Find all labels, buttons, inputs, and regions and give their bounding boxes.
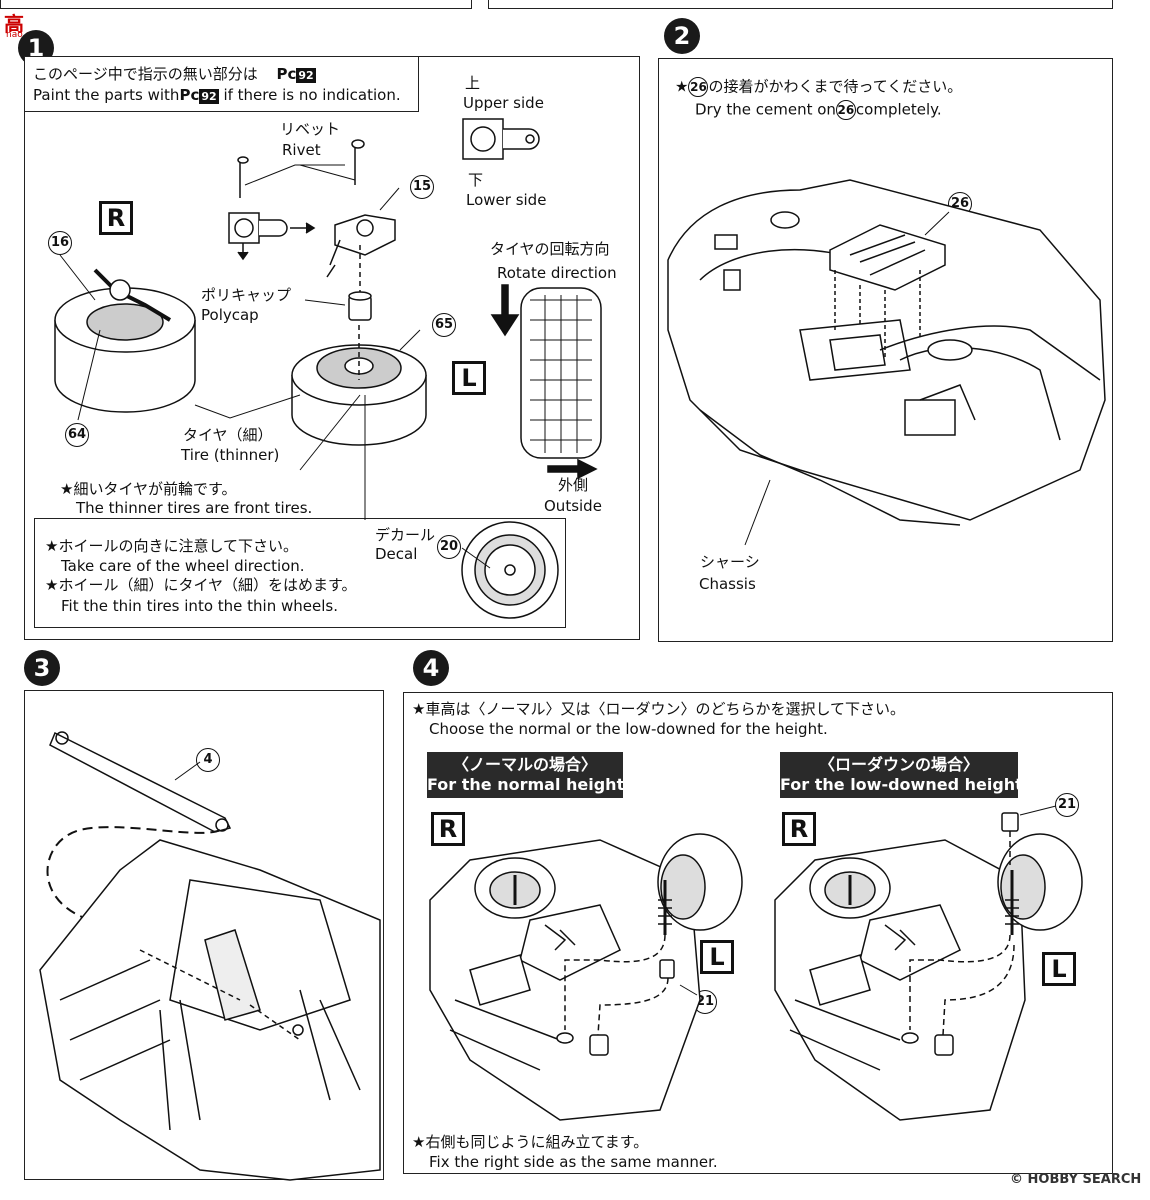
- part-15-tag: 15: [410, 175, 434, 199]
- footer-brand: © HOBBY SEARCH: [1010, 1172, 1141, 1187]
- low-height-jp: 〈ローダウンの場合〉: [818, 755, 979, 774]
- part-64-tag: 64: [65, 423, 89, 447]
- step2-note-jp-star: ★: [675, 77, 689, 96]
- normal-height-en: For the normal height: [427, 775, 625, 794]
- step3-number-badge: 3: [24, 650, 60, 686]
- paint-note-jp-text: このページ中で指示の無い部分は: [33, 65, 258, 83]
- part-4-tag: 4: [196, 748, 220, 772]
- pc-label-inline: Pc: [179, 86, 200, 104]
- polycap-jp: ポリキャップ: [201, 286, 292, 304]
- pc-label: Pc: [276, 65, 297, 83]
- rotate-direction-jp: タイヤの回転方向: [490, 240, 610, 258]
- polycap-en: Polycap: [201, 306, 259, 324]
- step4-normal-left-label: L: [700, 940, 734, 974]
- decal-jp: デカール: [375, 526, 436, 544]
- top-strip-right-box: [488, 0, 1113, 9]
- wheel-note2-en: Fit the thin tires into the thin wheels.: [61, 597, 338, 615]
- pc-number-inline: 92: [199, 89, 219, 104]
- pc-number: 92: [296, 68, 316, 83]
- part-16-tag: 16: [48, 231, 72, 255]
- step2-note-en-part-tag: 26: [835, 100, 856, 120]
- front-tires-note-en: The thinner tires are front tires.: [76, 499, 313, 517]
- step4-bottom-note-jp: ★右側も同じように組み立てます。: [412, 1133, 649, 1151]
- chassis-jp: シャーシ: [700, 553, 760, 571]
- watermark-logo-glyph: 高: [4, 12, 24, 36]
- rivet-en: Rivet: [282, 141, 321, 159]
- part-65-tag: 65: [432, 313, 456, 337]
- step2-note-en-suffix: completely.: [855, 100, 942, 119]
- lower-side-jp: 下: [468, 171, 484, 189]
- lower-side-en: Lower side: [466, 191, 547, 209]
- footer-copyright: ©: [1010, 1172, 1023, 1187]
- low-height-header: 〈ローダウンの場合〉 For the low-downed height: [780, 752, 1023, 798]
- decal-en: Decal: [375, 545, 418, 563]
- upper-side-jp: 上: [465, 74, 481, 92]
- step4-number-badge: 4: [413, 650, 449, 686]
- tire-thinner-jp: タイヤ（細）: [183, 426, 273, 444]
- normal-height-jp: 〈ノーマルの場合〉: [452, 755, 597, 774]
- wheel-note2-jp: ★ホイール（細）にタイヤ（細）をはめます。: [45, 576, 357, 594]
- part-21-tag-low: 21: [1055, 793, 1079, 817]
- top-strip-left-box: [0, 0, 472, 9]
- step2-note-en-prefix: Dry the cement on: [695, 100, 836, 119]
- rivet-jp: リベット: [280, 120, 341, 138]
- normal-height-header: 〈ノーマルの場合〉 For the normal height: [427, 752, 625, 798]
- paint-note-en-suffix: if there is no indication.: [223, 86, 401, 104]
- outside-en: Outside: [544, 497, 602, 515]
- outside-jp: 外側: [558, 476, 589, 494]
- upper-side-en: Upper side: [463, 94, 544, 112]
- part-26-tag: 26: [948, 192, 972, 216]
- wheel-note1-jp: ★ホイールの向きに注意して下さい。: [45, 537, 298, 555]
- step4-low-right-label: R: [782, 812, 816, 846]
- wheel-note1-en: Take care of the wheel direction.: [61, 557, 305, 575]
- step2-note-jp-text: の接着がかわくまで待ってください。: [708, 77, 963, 96]
- step1-right-label: R: [99, 201, 133, 235]
- chassis-en: Chassis: [699, 575, 756, 593]
- step2-note-part-tag: 26: [688, 77, 709, 97]
- step4-low-left-label: L: [1042, 952, 1076, 986]
- low-height-en: For the low-downed height: [780, 775, 1023, 794]
- step4-note-en: Choose the normal or the low-downed for …: [429, 720, 828, 738]
- front-tires-note-jp: ★細いタイヤが前輪です。: [60, 480, 237, 498]
- rotate-direction-en: Rotate direction: [497, 264, 617, 282]
- part-20-tag: 20: [437, 535, 461, 559]
- step2-number-badge: 2: [664, 18, 700, 54]
- footer-brand-text: HOBBY SEARCH: [1027, 1172, 1142, 1187]
- step4-note-jp: ★車高は〈ノーマル〉又は〈ローダウン〉のどちらかを選択して下さい。: [412, 700, 906, 718]
- step4-bottom-note-en: Fix the right side as the same manner.: [429, 1153, 718, 1171]
- tire-thinner-en: Tire (thinner): [181, 446, 280, 464]
- wheel-note-box: ★ホイールの向きに注意して下さい。 Take care of the wheel…: [34, 518, 566, 628]
- paint-note-en-prefix: Paint the parts with: [33, 86, 180, 104]
- part-21-tag-normal: 21: [693, 990, 717, 1014]
- step1-left-label: L: [452, 361, 486, 395]
- step4-normal-right-label: R: [431, 812, 465, 846]
